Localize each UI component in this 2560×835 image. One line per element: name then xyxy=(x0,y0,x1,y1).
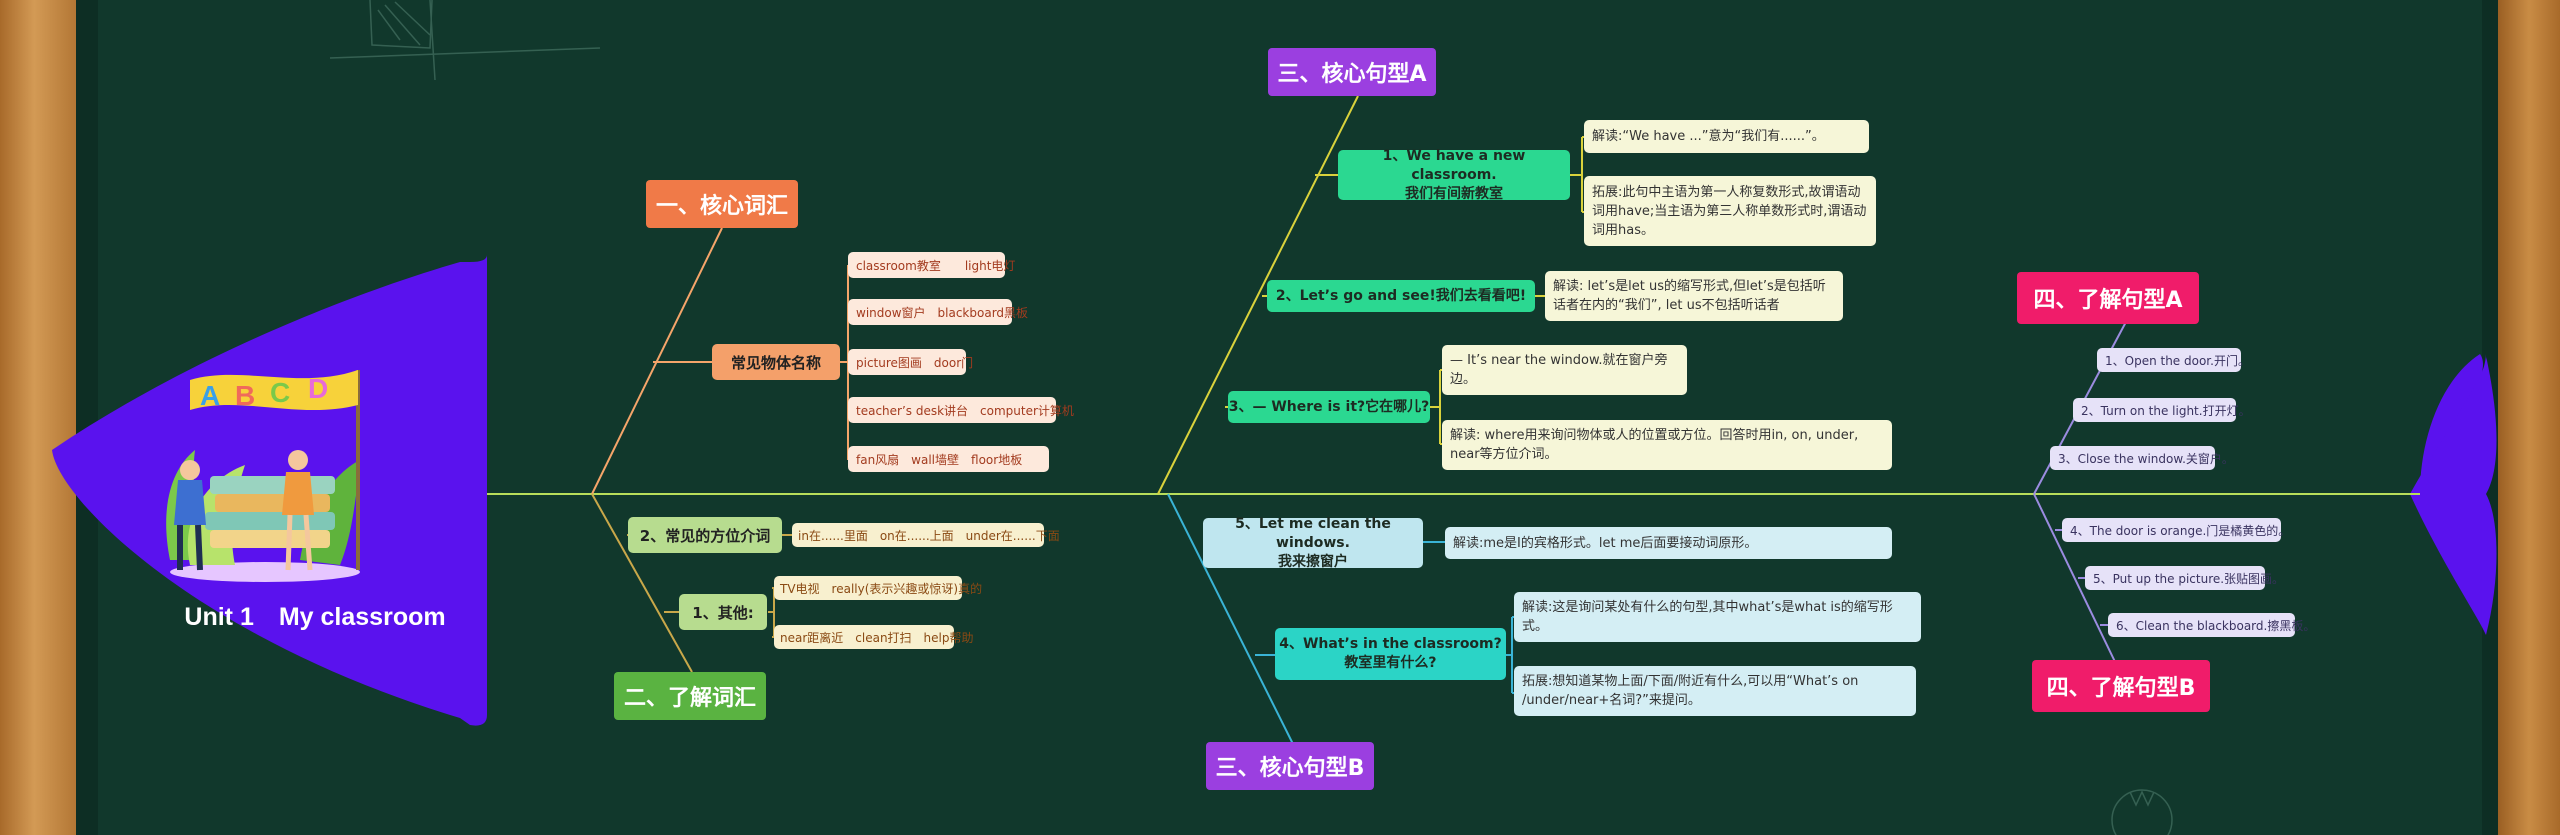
vocab-core-item: fan风扇 wall墙壁 floor地板 xyxy=(848,446,1049,472)
unit-title: Unit 1 My classroom xyxy=(184,603,446,631)
sentence-core-a-item-1: 1、We have a new classroom. 我们有间新教室 xyxy=(1338,148,1570,202)
sentence-know-a-item: 2、Turn on the light.打开灯。 xyxy=(2073,398,2251,422)
vocab-core-item: picture图画 door门 xyxy=(848,349,973,375)
sentence-know-a-item: 3、Close the window.关窗户。 xyxy=(2050,446,2234,470)
fish-tail-bottom xyxy=(2410,494,2497,635)
letter-b: B xyxy=(235,380,255,411)
sentence-core-a-note: 解读: let’s是let us的缩写形式,但let’s是包括听话者在内的“我们… xyxy=(1545,271,1843,321)
vocab-core-group: 常见物体名称 xyxy=(712,344,840,380)
sentence-core-a-note: 解读:“We have ...”意为“我们有......”。 xyxy=(1584,120,1869,153)
letter-c: C xyxy=(270,377,290,408)
sentence-know-b-item: 4、The door is orange.门是橘黄色的。 xyxy=(2062,518,2290,542)
vocab-core-item: classroom教室 light电灯 xyxy=(848,252,1015,278)
letter-d: D xyxy=(308,373,328,404)
vocab-core-title: 一、核心词汇 xyxy=(646,180,798,228)
sentence-know-b-item: 6、Clean the blackboard.擦黑板。 xyxy=(2108,613,2315,637)
vocab-know-title: 二、了解词汇 xyxy=(614,672,766,720)
sentence-core-b-note: 拓展:想知道某物上面/下面/附近有什么,可以用“What’s on /under… xyxy=(1514,666,1916,716)
sentence-core-a-item-3: 3、— Where is it?它在哪儿? xyxy=(1228,391,1430,423)
vocab-know-item: TV电视 really(表示兴趣或惊讶)真的 xyxy=(774,576,982,600)
wood-frame-left xyxy=(0,0,76,835)
vocab-know-group-other: 1、其他: xyxy=(679,594,767,630)
vocab-core-item: teacher’s desk讲台 computer计算机 xyxy=(848,397,1074,423)
sentence-core-a-note: 解读: where用来询问物体或人的位置或方位。回答时用in, on, unde… xyxy=(1442,420,1892,470)
sentence-core-b-note: 解读:me是I的宾格形式。let me后面要接动词原形。 xyxy=(1445,527,1892,559)
vocab-know-group-prepositions: 2、常见的方位介词 xyxy=(628,517,782,553)
vocab-core-item: window窗户 blackboard黑板 xyxy=(848,299,1028,325)
reading-books-illustration: A B C D xyxy=(166,370,360,582)
sentence-know-a-title: 四、了解句型A xyxy=(2017,272,2199,324)
sentence-know-a-item: 1、Open the door.开门。 xyxy=(2097,348,2250,372)
vocab-know-item: near距离近 clean打扫 help帮助 xyxy=(774,625,974,649)
sentence-core-b-item-5: 5、Let me clean the windows. 我来擦窗户 xyxy=(1203,516,1423,570)
sentence-know-b-title: 四、了解句型B xyxy=(2032,660,2210,712)
letter-a: A xyxy=(200,380,220,411)
sentence-core-b-title: 三、核心句型B xyxy=(1206,742,1374,790)
frame-shadow-left xyxy=(76,0,98,835)
abcd-letters: A B C D xyxy=(200,373,328,411)
sentence-core-a-item-2: 2、Let’s go and see!我们去看看吧! xyxy=(1267,280,1535,312)
sentence-core-a-title: 三、核心句型A xyxy=(1268,48,1436,96)
sentence-know-b-item: 5、Put up the picture.张贴图画。 xyxy=(2085,566,2284,590)
sentence-core-a-note: — It’s near the window.就在窗户旁边。 xyxy=(1442,345,1687,395)
vocab-know-item: in在......里面 on在......上面 under在......下面 xyxy=(792,523,1060,547)
sentence-core-b-item-4: 4、What’s in the classroom? 教室里有什么? xyxy=(1275,628,1506,680)
sentence-core-a-note: 拓展:此句中主语为第一人称复数形式,故谓语动词用have;当主语为第三人称单数形… xyxy=(1584,176,1876,246)
wood-frame-right xyxy=(2498,0,2560,835)
sentence-core-b-note: 解读:这是询问某处有什么的句型,其中what’s是what is的缩写形式。 xyxy=(1514,592,1921,642)
